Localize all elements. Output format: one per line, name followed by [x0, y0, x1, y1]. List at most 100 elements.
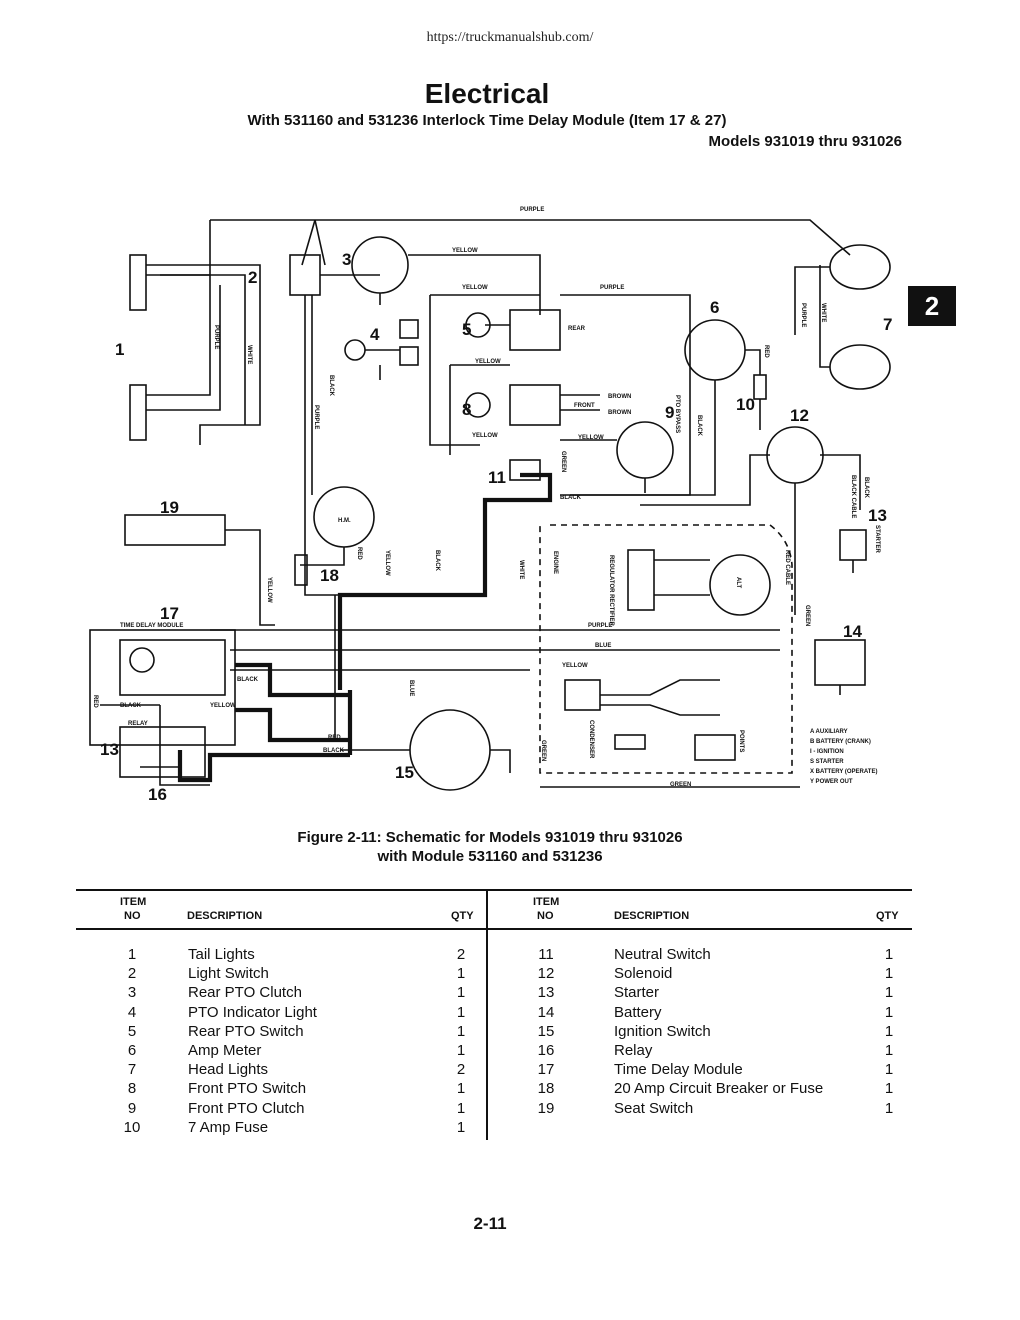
callout-5: 5 [462, 320, 471, 339]
table-row: 8 Front PTO Switch 1 [0, 1080, 1020, 1099]
item-qty: 1 [456, 1099, 466, 1117]
wire-label-yellow-7: YELLOW [562, 663, 588, 669]
callout-9: 9 [665, 403, 674, 422]
item-number: 15 [537, 1022, 555, 1040]
wire-label-purple-3: PURPLE [313, 405, 319, 429]
table-row: 1 3 Starter 1 [0, 984, 1020, 1003]
callout-18: 18 [320, 566, 339, 585]
wire-label-purple-2: PURPLE [600, 285, 624, 291]
callout-16: 16 [148, 785, 167, 804]
table-row: 3 Rear PTO Clutch 1 [0, 984, 1020, 1003]
wire-label-time-delay-module: TIME DELAY MODULE [120, 623, 183, 629]
right-header-no: NO [537, 910, 554, 922]
right-header-item: ITEM [533, 896, 560, 908]
wire-label-points: POINTS [738, 730, 744, 752]
item-number: 6 [127, 1042, 137, 1059]
callout-8: 8 [462, 400, 471, 419]
figure-caption-line-1: Figure 2-11: Schematic for Models 931019… [297, 829, 683, 846]
item-number: 16 [537, 1042, 555, 1059]
wire-label-yellow-6: YELLOW [384, 550, 390, 576]
item-number: 10 [123, 1118, 141, 1136]
wire-label-yellow-2: YELLOW [462, 285, 488, 291]
item-number: 17 [537, 1061, 555, 1079]
wire-label-black-5: BLACK [434, 550, 440, 572]
wire-label-purple-left: PURPLE [213, 325, 219, 349]
item-number: 19 [537, 1099, 555, 1117]
item-qty: 1 [456, 965, 466, 983]
wire-label-black-cable: BLACK CABLE [850, 475, 856, 518]
item-qty: 1 [456, 1022, 466, 1040]
item-number: 3 [127, 984, 137, 1002]
item-number: 4 [127, 1003, 137, 1021]
legend-item-i: I - IGNITION [810, 749, 844, 755]
item-description: Ignition Switch [614, 1022, 711, 1040]
wire-label-regulator: REGULATOR RECTIFIER [608, 555, 614, 626]
models-heading: Models 931019 thru 931026 [708, 133, 902, 150]
wire-label-black-3: BLACK [560, 495, 582, 501]
item-number: 11 [538, 946, 554, 963]
wire-label-engine: ENGINE [552, 551, 558, 574]
item-description: Front PTO Clutch [188, 1099, 305, 1117]
left-header-no: NO [124, 910, 141, 922]
item-description: Rear PTO Switch [188, 1022, 304, 1040]
wire-label-red-2: RED [356, 547, 362, 560]
item-qty: 2 [456, 1061, 466, 1079]
callout-3: 3 [342, 250, 351, 269]
wire-label-green-1: GREEN [560, 451, 566, 472]
wire-label-rear: REAR [568, 326, 586, 332]
wire-label-front: FRONT [574, 403, 595, 409]
wire-label-red-cable: RED CABLE [784, 550, 790, 585]
left-header-description: DESCRIPTION [187, 910, 263, 922]
wire-label-yellow-4: YELLOW [472, 433, 498, 439]
item-description: Tail Lights [188, 946, 255, 963]
left-header-qty: QTY [451, 910, 474, 922]
left-header-item: ITEM [120, 896, 147, 908]
item-qty: 1 [884, 1099, 894, 1117]
item-number: 14 [537, 1003, 555, 1021]
item-number: 1 [127, 946, 137, 963]
item-qty: 1 [884, 946, 894, 963]
table-row: 9 Front PTO Clutch 1 [0, 1100, 1020, 1119]
figure-caption: Figure 2-11: Schematic for Models 931019… [0, 828, 980, 866]
item-qty: 1 [884, 1003, 894, 1021]
item-number: 2 [127, 965, 137, 983]
wire-label-blue-1: BLUE [595, 643, 611, 649]
wire-label-yellow-1: YELLOW [452, 248, 478, 254]
legend-item-s: S STARTER [810, 759, 844, 765]
item-description: Starter [614, 984, 660, 1002]
wire-label-brown-1: BROWN [608, 394, 631, 400]
item-qty: 1 [884, 1080, 894, 1098]
item-description: Rear PTO Clutch [188, 984, 302, 1002]
item-description: Front PTO Switch [188, 1080, 307, 1098]
page-subtitle: With 531160 and 531236 Interlock Time De… [247, 112, 727, 129]
item-qty: 1 [456, 1003, 466, 1021]
wire-label-black-6: BLACK [237, 677, 259, 683]
wire-label-blue-2: BLUE [408, 680, 414, 696]
wire-label-brown-2: BROWN [608, 410, 631, 416]
item-qty: 1 [884, 984, 894, 1002]
callout-2: 2 [248, 268, 257, 287]
item-description: Time Delay Module [614, 1061, 743, 1079]
wire-label-green-3: GREEN [670, 782, 691, 788]
item-number: 9 [127, 1099, 137, 1117]
item-description: Neutral Switch [614, 946, 711, 963]
table-row: 11 Neutral Switch 1 [0, 946, 1020, 965]
table-row: 15 Ignition Switch 1 [0, 1023, 1020, 1042]
item-qty: 1 [456, 984, 466, 1002]
item-number: 8 [127, 1080, 137, 1098]
wire-label-green-2: GREEN [540, 740, 546, 761]
wire-label-purple-right: PURPLE [800, 303, 806, 327]
item-number: 7 [127, 1061, 137, 1079]
callout-7: 7 [883, 315, 892, 334]
item-description: Solenoid [614, 965, 673, 983]
wire-label-hm: H.M. [338, 518, 351, 524]
source-url: https://truckmanualshub.com/ [426, 30, 594, 45]
page-number: 2-11 [473, 1214, 507, 1233]
item-number: 18 [537, 1080, 555, 1098]
